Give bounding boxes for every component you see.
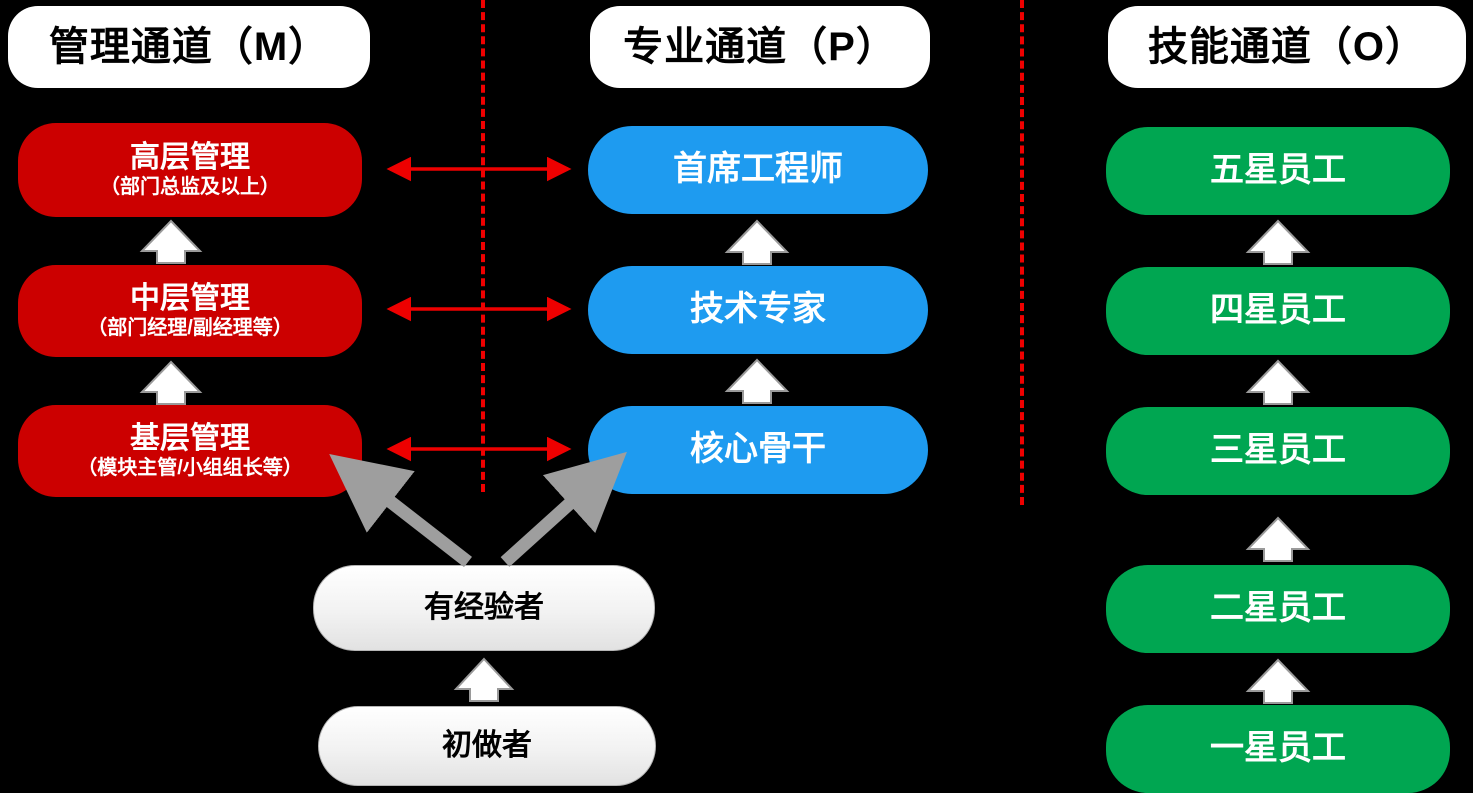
- node-management-senior-subtitle: （部门总监及以上）: [100, 175, 280, 198]
- node-professional-core[interactable]: 核心骨干: [588, 406, 928, 494]
- promotion-arrow-management-junior-to-middle: [139, 360, 203, 405]
- node-skill-five-star-title: 五星员工: [1210, 151, 1346, 190]
- divider-management-professional: [481, 0, 485, 492]
- node-management-senior-title: 高层管理: [130, 141, 250, 175]
- node-entry-experienced-title: 有经验者: [424, 591, 544, 625]
- node-management-junior[interactable]: 基层管理 （模块主管/小组组长等）: [18, 405, 362, 497]
- node-skill-two-star-title: 二星员工: [1210, 589, 1346, 628]
- promotion-arrow-skill-four-to-five: [1245, 219, 1311, 265]
- node-entry-experienced[interactable]: 有经验者: [313, 565, 655, 651]
- column-header-skill-label: 技能通道（O）: [1147, 25, 1427, 69]
- node-skill-five-star[interactable]: 五星员工: [1106, 127, 1450, 215]
- promotion-arrow-skill-one-to-two: [1245, 658, 1311, 704]
- node-skill-four-star-title: 四星员工: [1210, 291, 1346, 330]
- node-entry-beginner-title: 初做者: [442, 729, 532, 763]
- entry-arrow-experienced-to-professional: [500, 451, 627, 567]
- node-skill-three-star-title: 三星员工: [1210, 431, 1346, 470]
- column-header-professional: 专业通道（P）: [590, 6, 930, 88]
- promotion-arrow-beginner-to-experienced: [453, 657, 515, 702]
- node-management-senior[interactable]: 高层管理 （部门总监及以上）: [18, 123, 362, 217]
- promotion-arrow-professional-expert-to-chief: [724, 219, 790, 265]
- column-header-management-label: 管理通道（M）: [48, 25, 330, 69]
- node-professional-core-title: 核心骨干: [690, 430, 826, 469]
- node-management-junior-subtitle: （模块主管/小组组长等）: [77, 456, 303, 479]
- node-management-middle-subtitle: （部门经理/副经理等）: [87, 316, 293, 339]
- node-management-middle[interactable]: 中层管理 （部门经理/副经理等）: [18, 265, 362, 357]
- node-professional-expert-title: 技术专家: [690, 290, 826, 329]
- divider-professional-skill: [1020, 0, 1024, 505]
- promotion-arrow-professional-core-to-expert: [724, 358, 790, 404]
- node-skill-one-star[interactable]: 一星员工: [1106, 705, 1450, 793]
- node-management-junior-title: 基层管理: [130, 422, 250, 456]
- promotion-arrow-skill-three-to-four: [1245, 359, 1311, 405]
- node-management-middle-title: 中层管理: [130, 282, 250, 316]
- column-header-professional-label: 专业通道（P）: [623, 25, 897, 69]
- node-professional-expert[interactable]: 技术专家: [588, 266, 928, 354]
- node-skill-one-star-title: 一星员工: [1210, 729, 1346, 768]
- column-header-management: 管理通道（M）: [8, 6, 370, 88]
- promotion-arrow-management-middle-to-senior: [139, 219, 203, 264]
- node-entry-beginner[interactable]: 初做者: [318, 706, 656, 786]
- node-professional-chief-engineer-title: 首席工程师: [673, 150, 843, 189]
- column-header-skill: 技能通道（O）: [1108, 6, 1466, 88]
- node-skill-two-star[interactable]: 二星员工: [1106, 565, 1450, 653]
- node-professional-chief-engineer[interactable]: 首席工程师: [588, 126, 928, 214]
- node-skill-three-star[interactable]: 三星员工: [1106, 407, 1450, 495]
- promotion-arrow-skill-two-to-three: [1245, 516, 1311, 562]
- entry-arrow-experienced-to-management: [329, 454, 472, 568]
- node-skill-four-star[interactable]: 四星员工: [1106, 267, 1450, 355]
